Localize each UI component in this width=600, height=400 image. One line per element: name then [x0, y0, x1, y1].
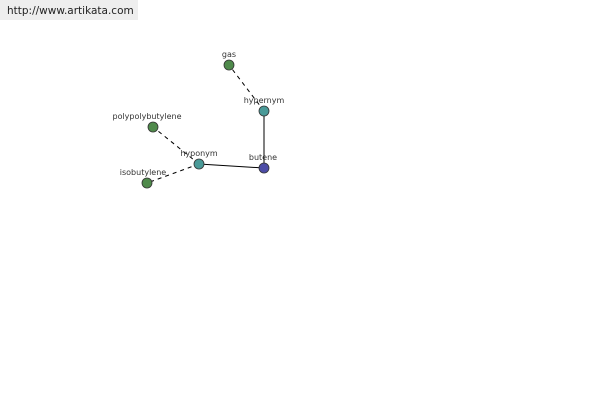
edge-butene-hyponym	[198, 163, 265, 169]
node-label-hyponym[interactable]: hyponym	[180, 149, 218, 158]
node-dot-hyponym[interactable]	[193, 158, 205, 170]
node-dot-isobutylene[interactable]	[141, 177, 153, 189]
node-label-gas[interactable]: gas	[222, 50, 236, 59]
node-dot-gas[interactable]	[223, 59, 235, 71]
node-dot-polypolybutylene[interactable]	[147, 121, 159, 133]
node-label-hypernym[interactable]: hypernym	[244, 96, 285, 105]
node-dot-butene[interactable]	[258, 162, 270, 174]
node-isobutylene[interactable]: isobutylene	[120, 168, 167, 189]
node-gas[interactable]: gas	[222, 50, 236, 71]
node-dot-hypernym[interactable]	[258, 105, 270, 117]
node-hypernym[interactable]: hypernym	[244, 96, 285, 117]
node-label-isobutylene[interactable]: isobutylene	[120, 168, 167, 177]
graph-edges	[146, 64, 265, 184]
node-polypolybutylene[interactable]: polypolybutylene	[112, 112, 182, 133]
edge-hyponym-isobutylene	[146, 163, 200, 184]
url-text[interactable]: http://www.artikata.com	[7, 5, 134, 17]
node-hyponym[interactable]: hyponym	[180, 149, 218, 170]
edge-hypernym-gas	[228, 64, 265, 112]
node-label-butene[interactable]: butene	[249, 153, 277, 162]
node-label-polypolybutylene[interactable]: polypolybutylene	[112, 112, 181, 121]
url-banner[interactable]: http://www.artikata.com	[0, 0, 138, 20]
graph-nodes: butene hypernym hyponym gas polypolybutylene…	[112, 50, 285, 189]
node-butene[interactable]: butene	[249, 153, 277, 174]
edge-hyponym-polypolybutylene	[152, 126, 200, 165]
